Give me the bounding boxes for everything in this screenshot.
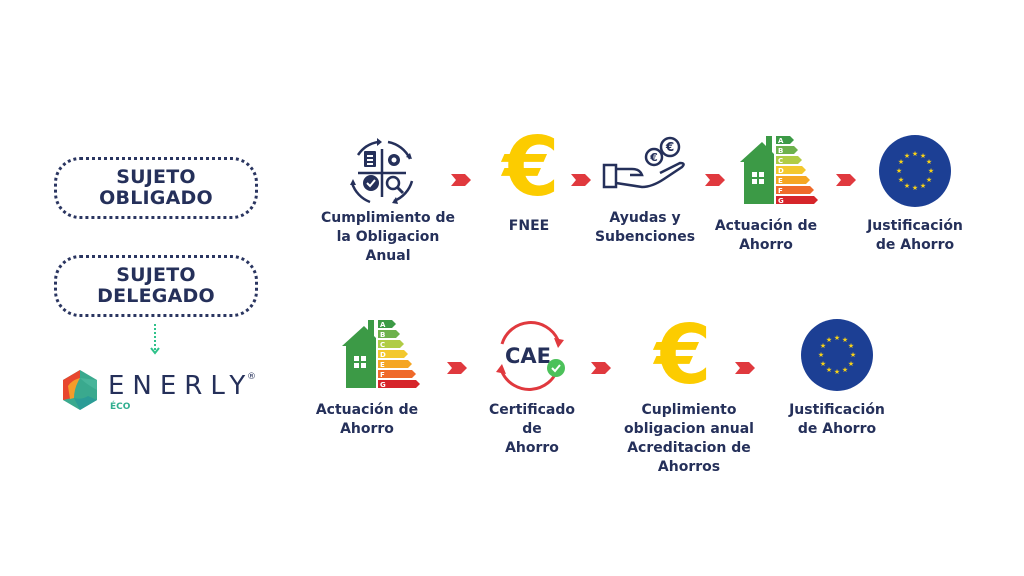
svg-text:€: € <box>649 151 658 164</box>
svg-text:F: F <box>380 371 385 379</box>
step-actuacion-label: Actuación de Ahorro <box>714 218 818 253</box>
svg-text:★: ★ <box>834 334 840 342</box>
svg-text:★: ★ <box>818 351 824 359</box>
svg-text:F: F <box>778 187 783 195</box>
step-justificacion-bottom-label: Justificación de Ahorro <box>789 402 885 437</box>
euro-icon: € <box>654 308 712 403</box>
process-cycle-icon <box>350 138 414 204</box>
step-ayudas-label: Ayudas y Subenciones <box>594 210 696 245</box>
brand-name: ENERLY <box>108 371 254 401</box>
eu-flag-icon: ★★★★★★ ★★★★★★ <box>801 319 873 391</box>
svg-text:B: B <box>778 147 783 155</box>
svg-text:★: ★ <box>826 336 832 344</box>
svg-text:E: E <box>380 361 385 369</box>
svg-text:★: ★ <box>920 152 926 160</box>
svg-text:★: ★ <box>820 360 826 368</box>
svg-text:★: ★ <box>898 158 904 166</box>
svg-text:C: C <box>380 341 385 349</box>
svg-text:★: ★ <box>850 351 856 359</box>
svg-text:★: ★ <box>896 167 902 175</box>
svg-text:★: ★ <box>912 184 918 192</box>
svg-text:E: E <box>778 177 783 185</box>
arrow-right-icon <box>705 174 725 186</box>
svg-text:D: D <box>778 167 784 175</box>
step-fnee-label: FNEE <box>508 218 550 234</box>
arrow-right-icon <box>836 174 856 186</box>
brand-sub: ÉCO <box>110 402 131 412</box>
enerly-hexagon-icon <box>63 370 97 410</box>
sujeto-obligado-label: SUJETO OBLIGADO <box>99 166 213 209</box>
svg-text:B: B <box>380 331 385 339</box>
svg-text:★: ★ <box>904 182 910 190</box>
svg-text:★: ★ <box>926 158 932 166</box>
brand-registered: ® <box>247 372 256 382</box>
sujeto-obligado-box: SUJETO OBLIGADO <box>54 157 258 219</box>
sujeto-delegado-label: SUJETO DELEGADO <box>97 264 215 307</box>
step-certificado-label: Certificado de Ahorro <box>489 402 575 456</box>
arrow-right-icon <box>591 362 611 374</box>
dotted-down-arrow-icon <box>150 324 160 355</box>
svg-text:★: ★ <box>820 342 826 350</box>
svg-text:D: D <box>380 351 386 359</box>
step-actuacion-bottom-label: Actuación de Ahorro <box>315 402 419 437</box>
svg-text:★: ★ <box>842 366 848 374</box>
eu-flag-icon: ★★★★★★ ★★★★★★ <box>879 135 951 207</box>
svg-text:★: ★ <box>912 150 918 158</box>
svg-text:C: C <box>778 157 783 165</box>
step-justificacion-label: Justificación de Ahorro <box>867 218 963 253</box>
arrow-right-icon <box>571 174 591 186</box>
step-cumplimiento-label: Cumplimiento de la Obligacion Anual <box>321 210 455 264</box>
step-cuplimiento-label: Cuplimiento obligacion anual Acreditacio… <box>624 402 754 475</box>
arrow-right-icon <box>447 362 467 374</box>
svg-text:★: ★ <box>926 176 932 184</box>
svg-text:★: ★ <box>834 368 840 376</box>
svg-text:G: G <box>778 197 784 205</box>
svg-text:A: A <box>380 321 386 329</box>
svg-text:★: ★ <box>898 176 904 184</box>
hand-coins-icon: € € <box>602 136 685 189</box>
cae-text: CAE <box>505 344 551 368</box>
svg-text:★: ★ <box>826 366 832 374</box>
cae-certificate-icon: CAE <box>496 321 565 391</box>
svg-text:★: ★ <box>848 360 854 368</box>
arrow-right-icon <box>451 174 471 186</box>
euro-icon: € <box>502 120 560 215</box>
svg-text:★: ★ <box>920 182 926 190</box>
svg-text:A: A <box>778 137 784 145</box>
svg-text:€: € <box>665 140 674 154</box>
svg-text:★: ★ <box>928 167 934 175</box>
arrow-right-icon <box>735 362 755 374</box>
svg-text:★: ★ <box>842 336 848 344</box>
svg-text:★: ★ <box>904 152 910 160</box>
svg-text:★: ★ <box>848 342 854 350</box>
svg-text:G: G <box>380 381 386 389</box>
sujeto-delegado-box: SUJETO DELEGADO <box>54 255 258 317</box>
